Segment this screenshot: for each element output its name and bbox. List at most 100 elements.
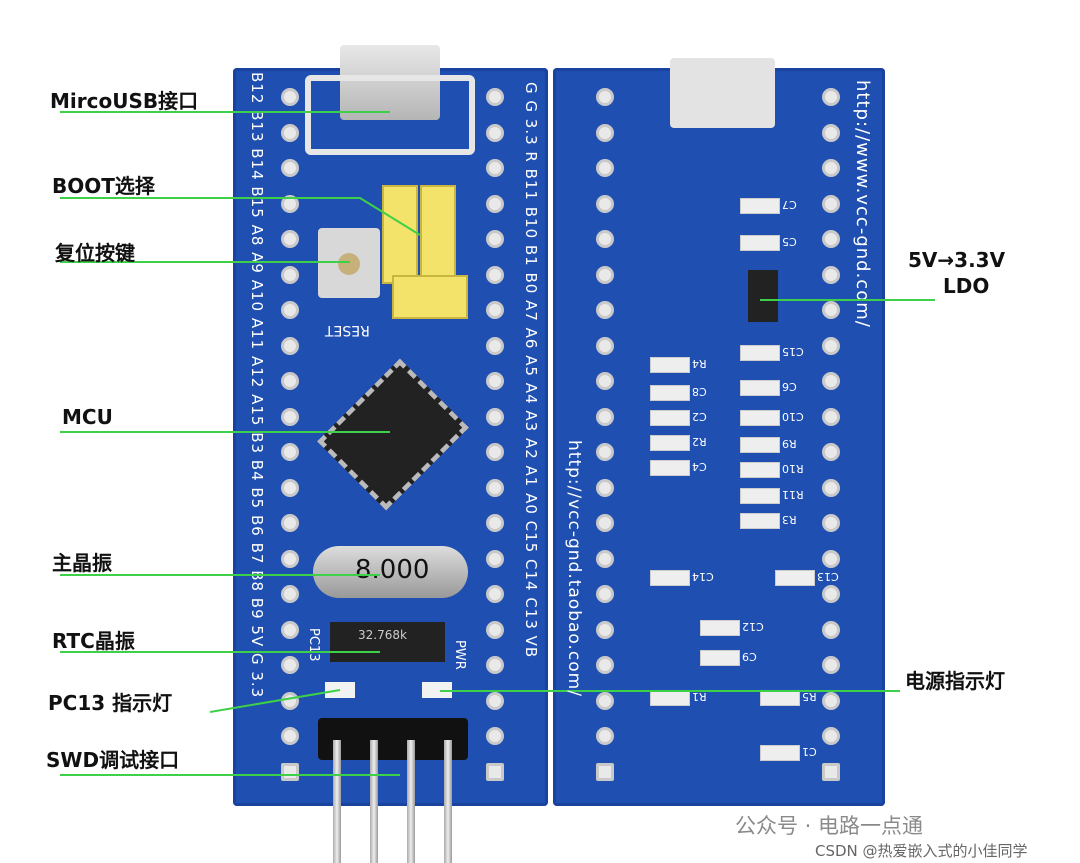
usb-connector: [340, 45, 440, 120]
pin-hole: [281, 585, 299, 603]
pin-hole: [596, 762, 614, 781]
smd-part: [740, 513, 780, 529]
swd-pin: [333, 740, 341, 863]
pin-hole: [486, 762, 504, 781]
smd-part: [650, 460, 690, 476]
pin-hole: [596, 585, 614, 603]
label-usb: MircoUSB接口: [50, 89, 199, 113]
smd-part: [740, 198, 780, 214]
boot-jumper-1: [382, 185, 418, 284]
smd-part: [650, 570, 690, 586]
pin-hole: [486, 585, 504, 603]
pin-hole: [822, 372, 840, 390]
label-mcu: MCU: [62, 405, 113, 429]
pin-hole: [596, 336, 614, 355]
label-boot: BOOT选择: [52, 174, 155, 198]
pc13-silk: PC13: [306, 628, 321, 662]
pin-hole: [486, 691, 504, 710]
label-pc13: PC13 指示灯: [48, 691, 173, 715]
pin-hole: [822, 407, 840, 426]
smd-part: [650, 435, 690, 451]
pin-hole: [281, 372, 299, 390]
smd-part: [775, 570, 815, 586]
usb-pads: [305, 75, 475, 155]
pin-hole: [596, 620, 614, 639]
pin-hole: [822, 230, 840, 248]
pin-hole: [486, 230, 504, 248]
pin-hole: [596, 549, 614, 568]
pin-hole: [486, 478, 504, 497]
label-reset: 复位按键: [55, 241, 135, 265]
pin-hole: [822, 691, 840, 710]
pin-hole: [822, 727, 840, 745]
usb-back: [670, 58, 775, 128]
pin-hole: [822, 656, 840, 674]
rtc-crystal: [330, 622, 445, 662]
swd-pin: [370, 740, 378, 863]
pin-hole: [281, 159, 299, 177]
pin-hole: [281, 123, 299, 142]
watermark-credit: CSDN @热爱嵌入式的小佳同学: [815, 842, 1028, 860]
pin-hole: [596, 691, 614, 710]
front-url: http://vcc-gnd.taobao.com/: [564, 440, 584, 697]
pin-hole: [822, 443, 840, 461]
pin-hole: [822, 620, 840, 639]
pin-hole: [596, 727, 614, 745]
smd-part: [760, 745, 800, 761]
smd-part: [650, 357, 690, 373]
label-power-led: 电源指示灯: [905, 669, 1005, 693]
boot-header: [392, 275, 468, 319]
pin-hole: [486, 301, 504, 319]
smd-part: [650, 385, 690, 401]
pin-hole: [596, 301, 614, 319]
pin-hole: [596, 88, 614, 106]
main-crystal: [313, 546, 468, 598]
pin-hole: [486, 194, 504, 213]
pin-hole: [596, 478, 614, 497]
pin-hole: [822, 549, 840, 568]
pin-hole: [596, 123, 614, 142]
pin-hole: [822, 159, 840, 177]
smd-part: [700, 620, 740, 636]
smd-part: [740, 437, 780, 453]
smd-part: [740, 235, 780, 251]
pin-hole: [281, 478, 299, 497]
pin-hole: [596, 443, 614, 461]
pin-hole: [822, 514, 840, 532]
pin-hole: [596, 656, 614, 674]
pin-hole: [486, 549, 504, 568]
smd-part: [650, 410, 690, 426]
pin-hole: [596, 194, 614, 213]
pin-hole: [822, 301, 840, 319]
pin-hole: [822, 336, 840, 355]
pin-hole: [281, 620, 299, 639]
pin-hole: [486, 372, 504, 390]
pin-hole: [596, 265, 614, 284]
pin-hole: [486, 656, 504, 674]
pin-hole: [486, 727, 504, 745]
pin-hole: [822, 194, 840, 213]
pin-hole: [486, 514, 504, 532]
pin-hole: [596, 372, 614, 390]
pin-hole: [486, 159, 504, 177]
left-pin-labels: B12 B13 B14 B15 A8 A9 A10 A11 A12 A15 B3…: [248, 72, 266, 699]
pin-hole: [281, 301, 299, 319]
pin-hole: [822, 478, 840, 497]
pin-hole: [822, 265, 840, 284]
pin-hole: [486, 407, 504, 426]
smd-part: [740, 462, 780, 478]
smd-part: [740, 380, 780, 396]
pin-hole: [486, 265, 504, 284]
pin-hole: [486, 443, 504, 461]
pin-hole: [281, 443, 299, 461]
pin-hole: [281, 727, 299, 745]
right-pin-labels: G G 3.3 R B11 B10 B1 B0 A7 A6 A5 A4 A3 A…: [522, 82, 540, 659]
label-swd: SWD调试接口: [46, 748, 180, 772]
pin-hole: [822, 762, 840, 781]
watermark-account: 公众号 · 电路一点通: [735, 814, 924, 838]
pin-hole: [281, 514, 299, 532]
back-url: http://www.vcc-gnd.com/: [852, 80, 873, 328]
smd-part: [740, 345, 780, 361]
